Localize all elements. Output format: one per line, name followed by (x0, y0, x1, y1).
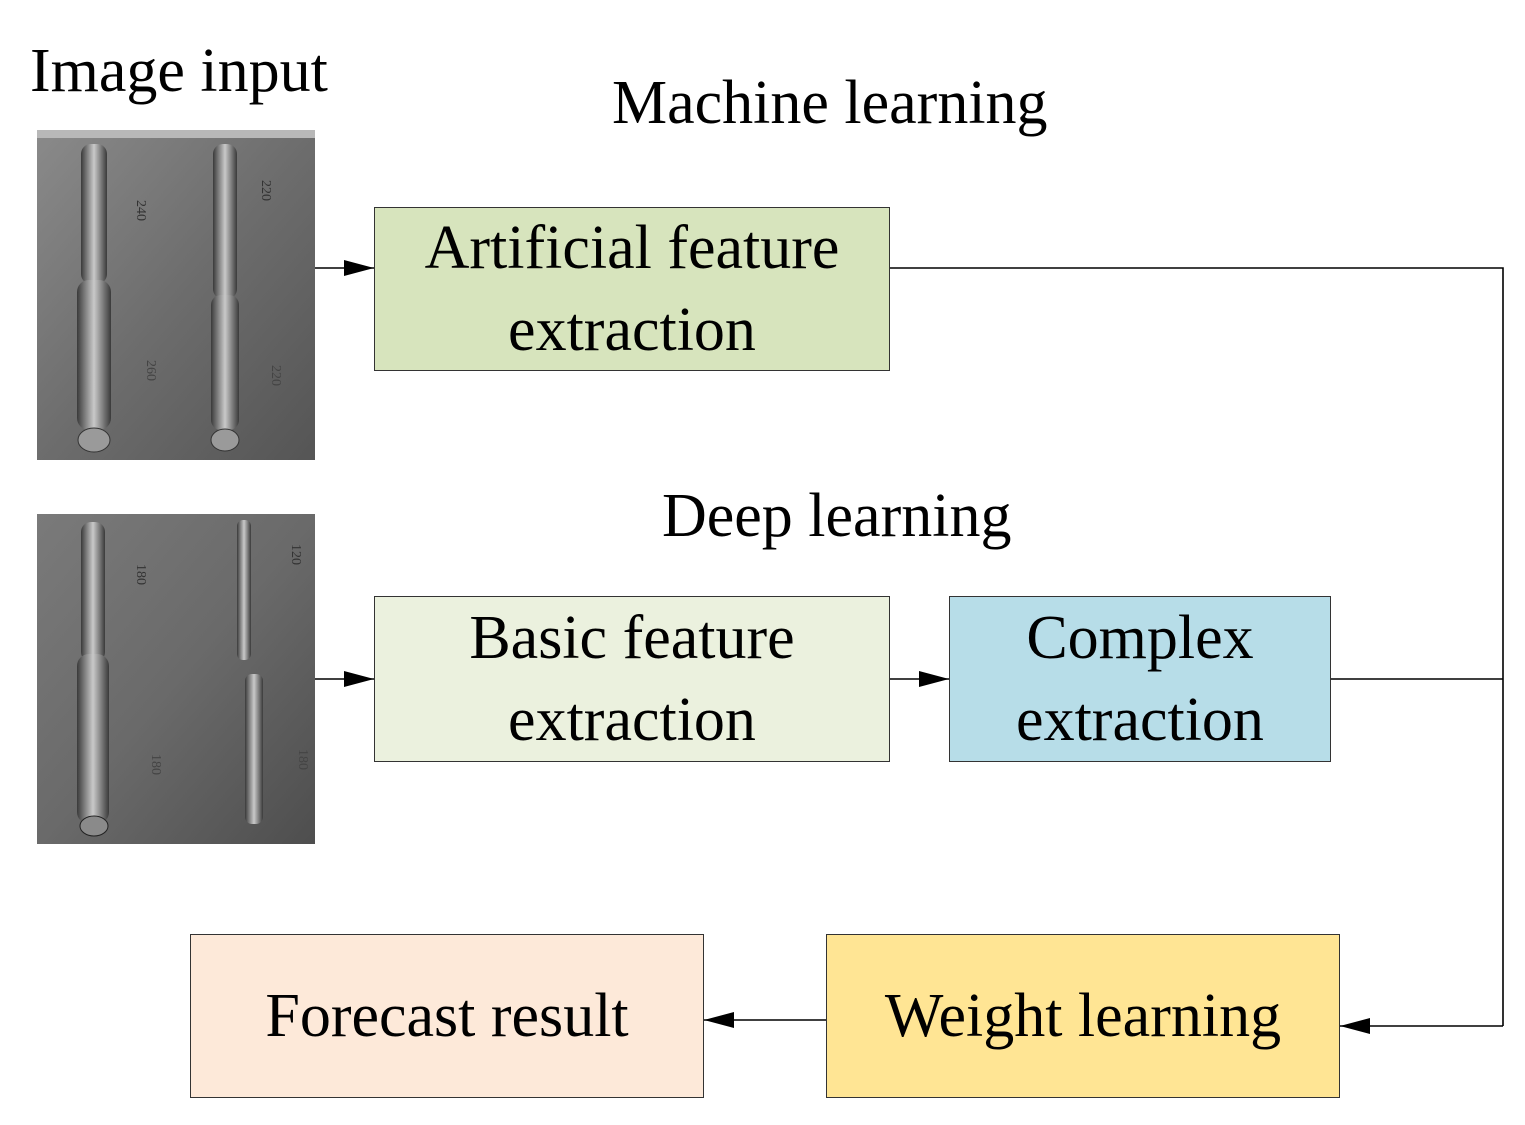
weight-learning-label: Weight learning (884, 982, 1282, 1050)
weight-learning-box: Weight learning (826, 934, 1340, 1098)
plate-mark: 260 (143, 360, 158, 381)
forecast-result-box: Forecast result (190, 934, 704, 1098)
artificial-feature-extraction-box: Artificial feature extraction (374, 207, 890, 371)
plate-mark: 180 (148, 754, 163, 775)
plate-mark: 180 (295, 749, 310, 770)
machine-learning-label: Machine learning (612, 69, 1048, 137)
plate-mark: 220 (268, 365, 283, 386)
plate-mark: 240 (133, 200, 148, 221)
artificial-feature-line2: extraction (508, 296, 756, 364)
basic-feature-line1: Basic feature (469, 604, 795, 672)
weld-image-bottom-graphic: 180 120 180 180 (37, 514, 315, 844)
weld-image-top: 240 220 260 220 (37, 130, 315, 460)
complex-extraction-box: Complex extraction (949, 596, 1331, 762)
complex-extraction-line2: extraction (1016, 686, 1264, 754)
deep-learning-label: Deep learning (662, 482, 1012, 550)
plate-mark: 180 (133, 564, 148, 585)
plate-mark: 220 (258, 180, 273, 201)
artificial-feature-line1: Artificial feature (424, 214, 840, 282)
plate-mark: 120 (288, 544, 303, 565)
basic-feature-extraction-box: Basic feature extraction (374, 596, 890, 762)
weld-image-bottom: 180 120 180 180 (37, 514, 315, 844)
complex-extraction-line1: Complex (1026, 604, 1254, 672)
basic-feature-line2: extraction (508, 686, 756, 754)
line-artificial-to-right (890, 267, 1504, 1026)
weld-image-top-graphic: 240 220 260 220 (37, 130, 315, 460)
forecast-result-label: Forecast result (265, 982, 629, 1050)
image-input-label: Image input (30, 37, 328, 105)
